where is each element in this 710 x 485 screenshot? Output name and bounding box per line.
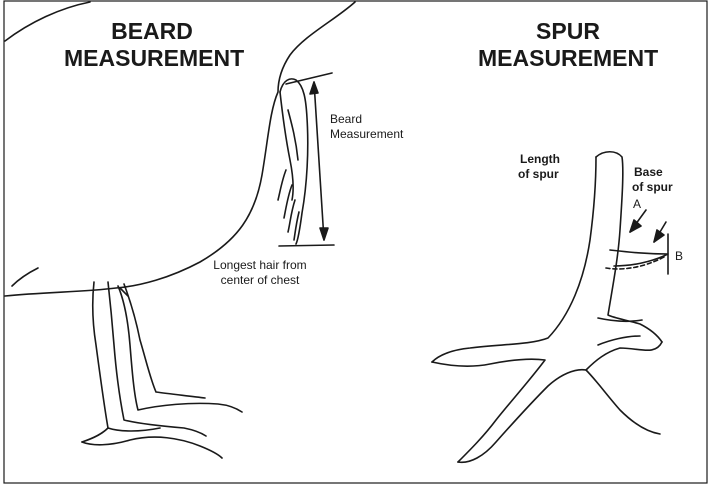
beard-measurement-line1: Beard (330, 112, 403, 127)
marker-b-label: B (675, 249, 683, 264)
length-of-spur-line2: of spur (518, 167, 560, 182)
longest-hair-note-line1: Longest hair from (198, 258, 322, 273)
marker-a-label: A (633, 197, 641, 212)
base-of-spur-label: Base of spur (632, 165, 673, 195)
spur-title: SPUR MEASUREMENT (478, 18, 658, 72)
base-of-spur-line1: Base (632, 165, 673, 180)
beard-illustration (278, 79, 308, 244)
length-of-spur-line1: Length (518, 152, 560, 167)
beard-title-line1: BEARD (64, 18, 240, 45)
diagram-border (4, 1, 707, 483)
beard-measurement-label: Beard Measurement (330, 112, 403, 142)
longest-hair-note-line2: center of chest (198, 273, 322, 288)
beard-measurement-line2: Measurement (330, 127, 403, 142)
beard-title-line2: MEASUREMENT (64, 45, 240, 72)
longest-hair-note: Longest hair from center of chest (198, 258, 322, 288)
length-of-spur-label: Length of spur (518, 152, 560, 182)
beard-measurement-guides (279, 73, 334, 246)
beard-title: BEARD MEASUREMENT (64, 18, 240, 72)
turkey-legs (82, 282, 242, 458)
spur-title-line1: SPUR (478, 18, 658, 45)
feather-tick (12, 268, 38, 286)
spur-title-line2: MEASUREMENT (478, 45, 658, 72)
base-of-spur-line2: of spur (632, 180, 673, 195)
